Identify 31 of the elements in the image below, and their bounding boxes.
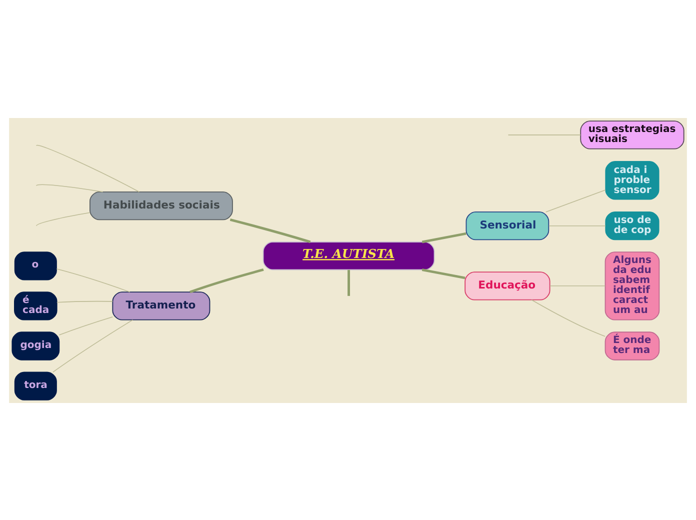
node-box: usa estrategias visuais — [580, 120, 684, 149]
connector — [36, 144, 140, 192]
connector — [548, 224, 606, 226]
node-box: uso de de cop — [605, 211, 660, 240]
connector — [230, 218, 311, 243]
node-box: gogia — [12, 331, 60, 360]
connector — [545, 189, 606, 212]
connector — [550, 285, 606, 286]
node-box: tora — [14, 371, 57, 400]
connector — [56, 268, 130, 292]
connector — [422, 232, 466, 243]
node-box: Sensorial — [466, 211, 550, 240]
connector — [36, 184, 104, 192]
node-box: T.E. AUTISTA — [262, 241, 435, 270]
node-box: o — [14, 251, 57, 280]
connector — [190, 268, 264, 293]
connector — [52, 319, 134, 372]
node-box: cada i proble sensor — [605, 160, 660, 200]
connector — [348, 269, 350, 296]
connector — [56, 300, 113, 302]
node-box: Tratamento — [112, 291, 210, 320]
node-box: É onde ter ma — [604, 331, 660, 360]
connector — [58, 316, 114, 335]
connector — [531, 299, 606, 336]
node-box: Habilidades sociais — [90, 190, 233, 220]
connector — [508, 134, 581, 135]
node-box: Alguns da edu sabem identif caract um au — [604, 251, 660, 320]
connector — [36, 212, 90, 226]
connector — [422, 268, 466, 279]
node-box: é cada — [14, 291, 58, 320]
node-box: Educação — [464, 271, 550, 300]
